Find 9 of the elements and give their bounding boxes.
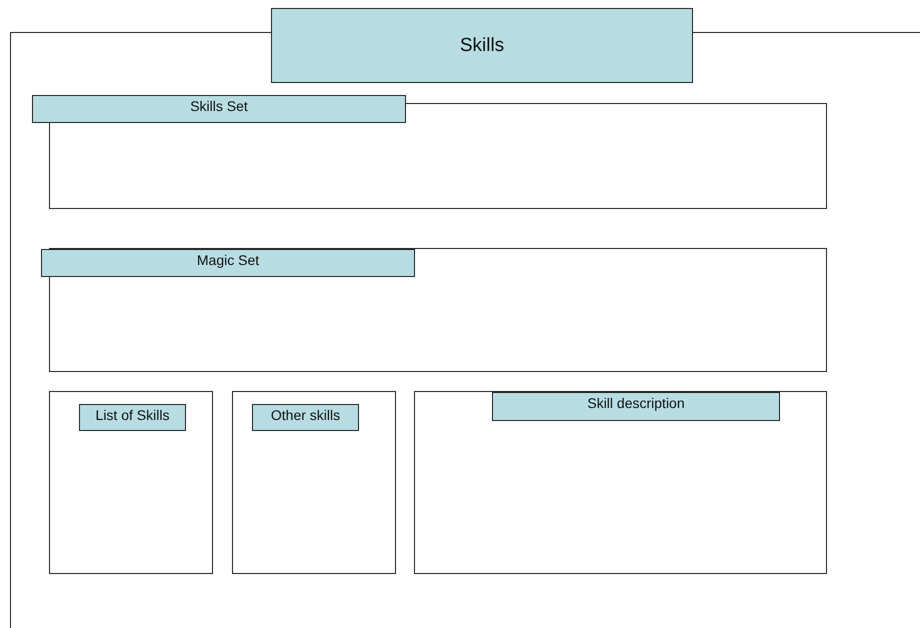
content-panel [414, 391, 827, 574]
title-tab: Skills [271, 8, 693, 83]
section-heading: Other skills [252, 404, 359, 431]
content-panel [232, 391, 396, 574]
section-heading: Magic Set [41, 249, 415, 277]
content-panel [49, 391, 213, 574]
section-heading: Skill description [492, 392, 780, 421]
section-heading: Skills Set [32, 95, 406, 123]
section-heading: List of Skills [79, 404, 186, 431]
